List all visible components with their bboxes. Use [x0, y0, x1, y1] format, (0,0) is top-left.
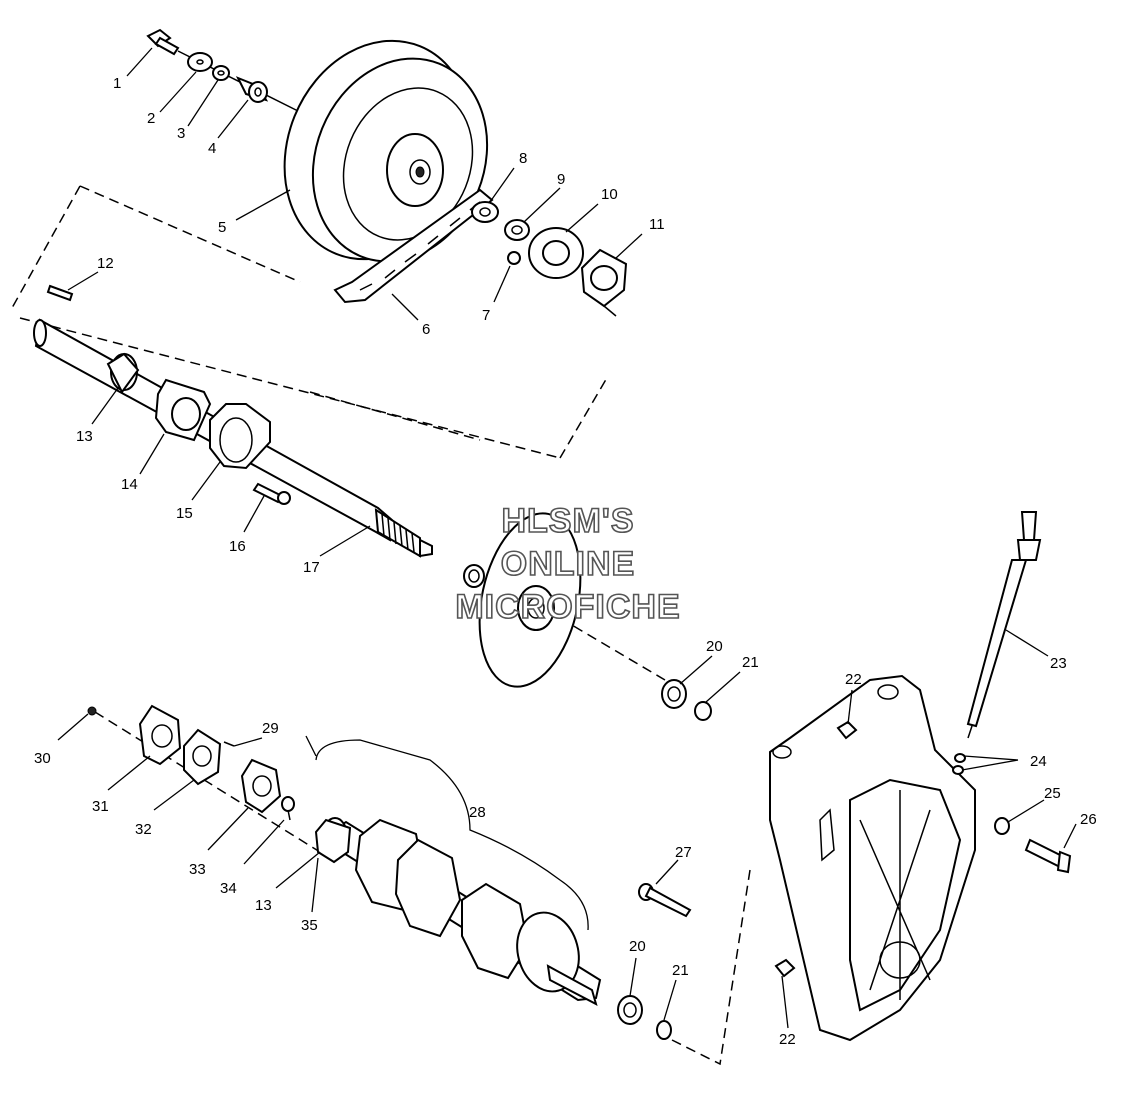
callout-34: 34 — [220, 880, 237, 897]
washer-part-25 — [994, 817, 1010, 835]
watermark: HLSM'S ONLINE MICROFICHE — [455, 501, 681, 627]
nut-part-30 — [87, 706, 97, 716]
callout-30: 30 — [34, 750, 51, 767]
callout-22-lower: 22 — [779, 1031, 796, 1048]
nut-part-7 — [507, 251, 521, 265]
callout-1: 1 — [113, 75, 121, 92]
washer-part-2 — [187, 52, 213, 72]
callout-26: 26 — [1080, 811, 1097, 828]
watermark-line-3: MICROFICHE — [455, 588, 680, 626]
callout-24: 24 — [1030, 753, 1047, 770]
callout-15: 15 — [176, 505, 193, 522]
callout-13-upper: 13 — [76, 428, 93, 445]
driveshaft-assembly-part-28 — [322, 817, 602, 1006]
bolt-part-27 — [638, 883, 692, 918]
callout-20-upper: 20 — [706, 638, 723, 655]
bearing-part-35 — [314, 818, 352, 864]
leader-lines — [57, 47, 1077, 1029]
washer-part-8 — [471, 201, 499, 223]
callout-27: 27 — [675, 844, 692, 861]
callout-28: 28 — [469, 804, 486, 821]
callout-23: 23 — [1050, 655, 1067, 672]
sprocket-hub-part-15 — [209, 403, 271, 470]
bolt-part-26 — [1024, 838, 1072, 874]
callout-4: 4 — [208, 140, 216, 157]
callout-3: 3 — [177, 125, 185, 142]
dipstick-part-23 — [966, 511, 1042, 739]
watermark-line-2: ONLINE — [501, 545, 635, 583]
washer-part-9 — [504, 219, 530, 241]
oring-part-24 — [952, 753, 966, 775]
driven-clutch-part-5 — [283, 39, 489, 263]
callout-21-upper: 21 — [742, 654, 759, 671]
nut-part-22-upper — [836, 720, 858, 740]
callout-29: 29 — [262, 720, 279, 737]
callout-21-lower: 21 — [672, 962, 689, 979]
washer-part-3 — [212, 65, 230, 81]
callout-33: 33 — [189, 861, 206, 878]
callout-2: 2 — [147, 110, 155, 127]
oring-part-21-upper — [694, 701, 712, 721]
bolt-part-16 — [252, 482, 291, 505]
lower-dashed-line — [671, 869, 751, 1066]
callout-7: 7 — [482, 307, 490, 324]
bearing-part-20-upper — [661, 679, 687, 709]
chaincase-housing — [769, 674, 976, 1042]
key-part-12 — [46, 284, 74, 302]
assembly-dashed-lines — [11, 185, 666, 853]
callout-6: 6 — [422, 321, 430, 338]
bearing-flange-part-11 — [580, 248, 628, 317]
spacer-part-4 — [235, 76, 269, 103]
callout-8: 8 — [519, 150, 527, 167]
flange-part-14 — [154, 378, 212, 442]
screw-part-34 — [281, 796, 295, 821]
bearing-part-13-upper — [106, 352, 140, 394]
callout-16: 16 — [229, 538, 246, 555]
watermark-line-1: HLSM'S — [501, 502, 634, 540]
callout-11: 11 — [649, 216, 665, 233]
callout-20-lower: 20 — [629, 938, 646, 955]
callout-25: 25 — [1044, 785, 1061, 802]
callout-13-lower: 13 — [255, 897, 272, 914]
pin-part-29 — [223, 741, 235, 747]
callout-22-upper: 22 — [845, 671, 862, 688]
callout-12: 12 — [97, 255, 114, 272]
bearing-part-20-lower — [617, 995, 643, 1025]
callout-labels: 1 2 3 4 5 6 7 8 9 10 11 12 13 14 15 16 1… — [34, 75, 1097, 1048]
callout-10: 10 — [601, 186, 618, 203]
flange-part-31 — [138, 704, 182, 766]
retaining-ring — [463, 564, 485, 588]
callout-5: 5 — [218, 219, 226, 236]
brake-disc — [478, 512, 582, 688]
callout-17: 17 — [303, 559, 320, 576]
flange-part-33 — [240, 758, 282, 814]
callout-32: 32 — [135, 821, 152, 838]
callout-35: 35 — [301, 917, 318, 934]
nut-part-22-lower — [774, 958, 796, 978]
gasket-part-32 — [183, 728, 222, 786]
bearing-flange-part-10 — [528, 227, 584, 279]
oring-part-21-lower — [656, 1020, 672, 1040]
callout-31: 31 — [92, 798, 109, 815]
callout-14: 14 — [121, 476, 138, 493]
callout-9: 9 — [557, 171, 565, 188]
